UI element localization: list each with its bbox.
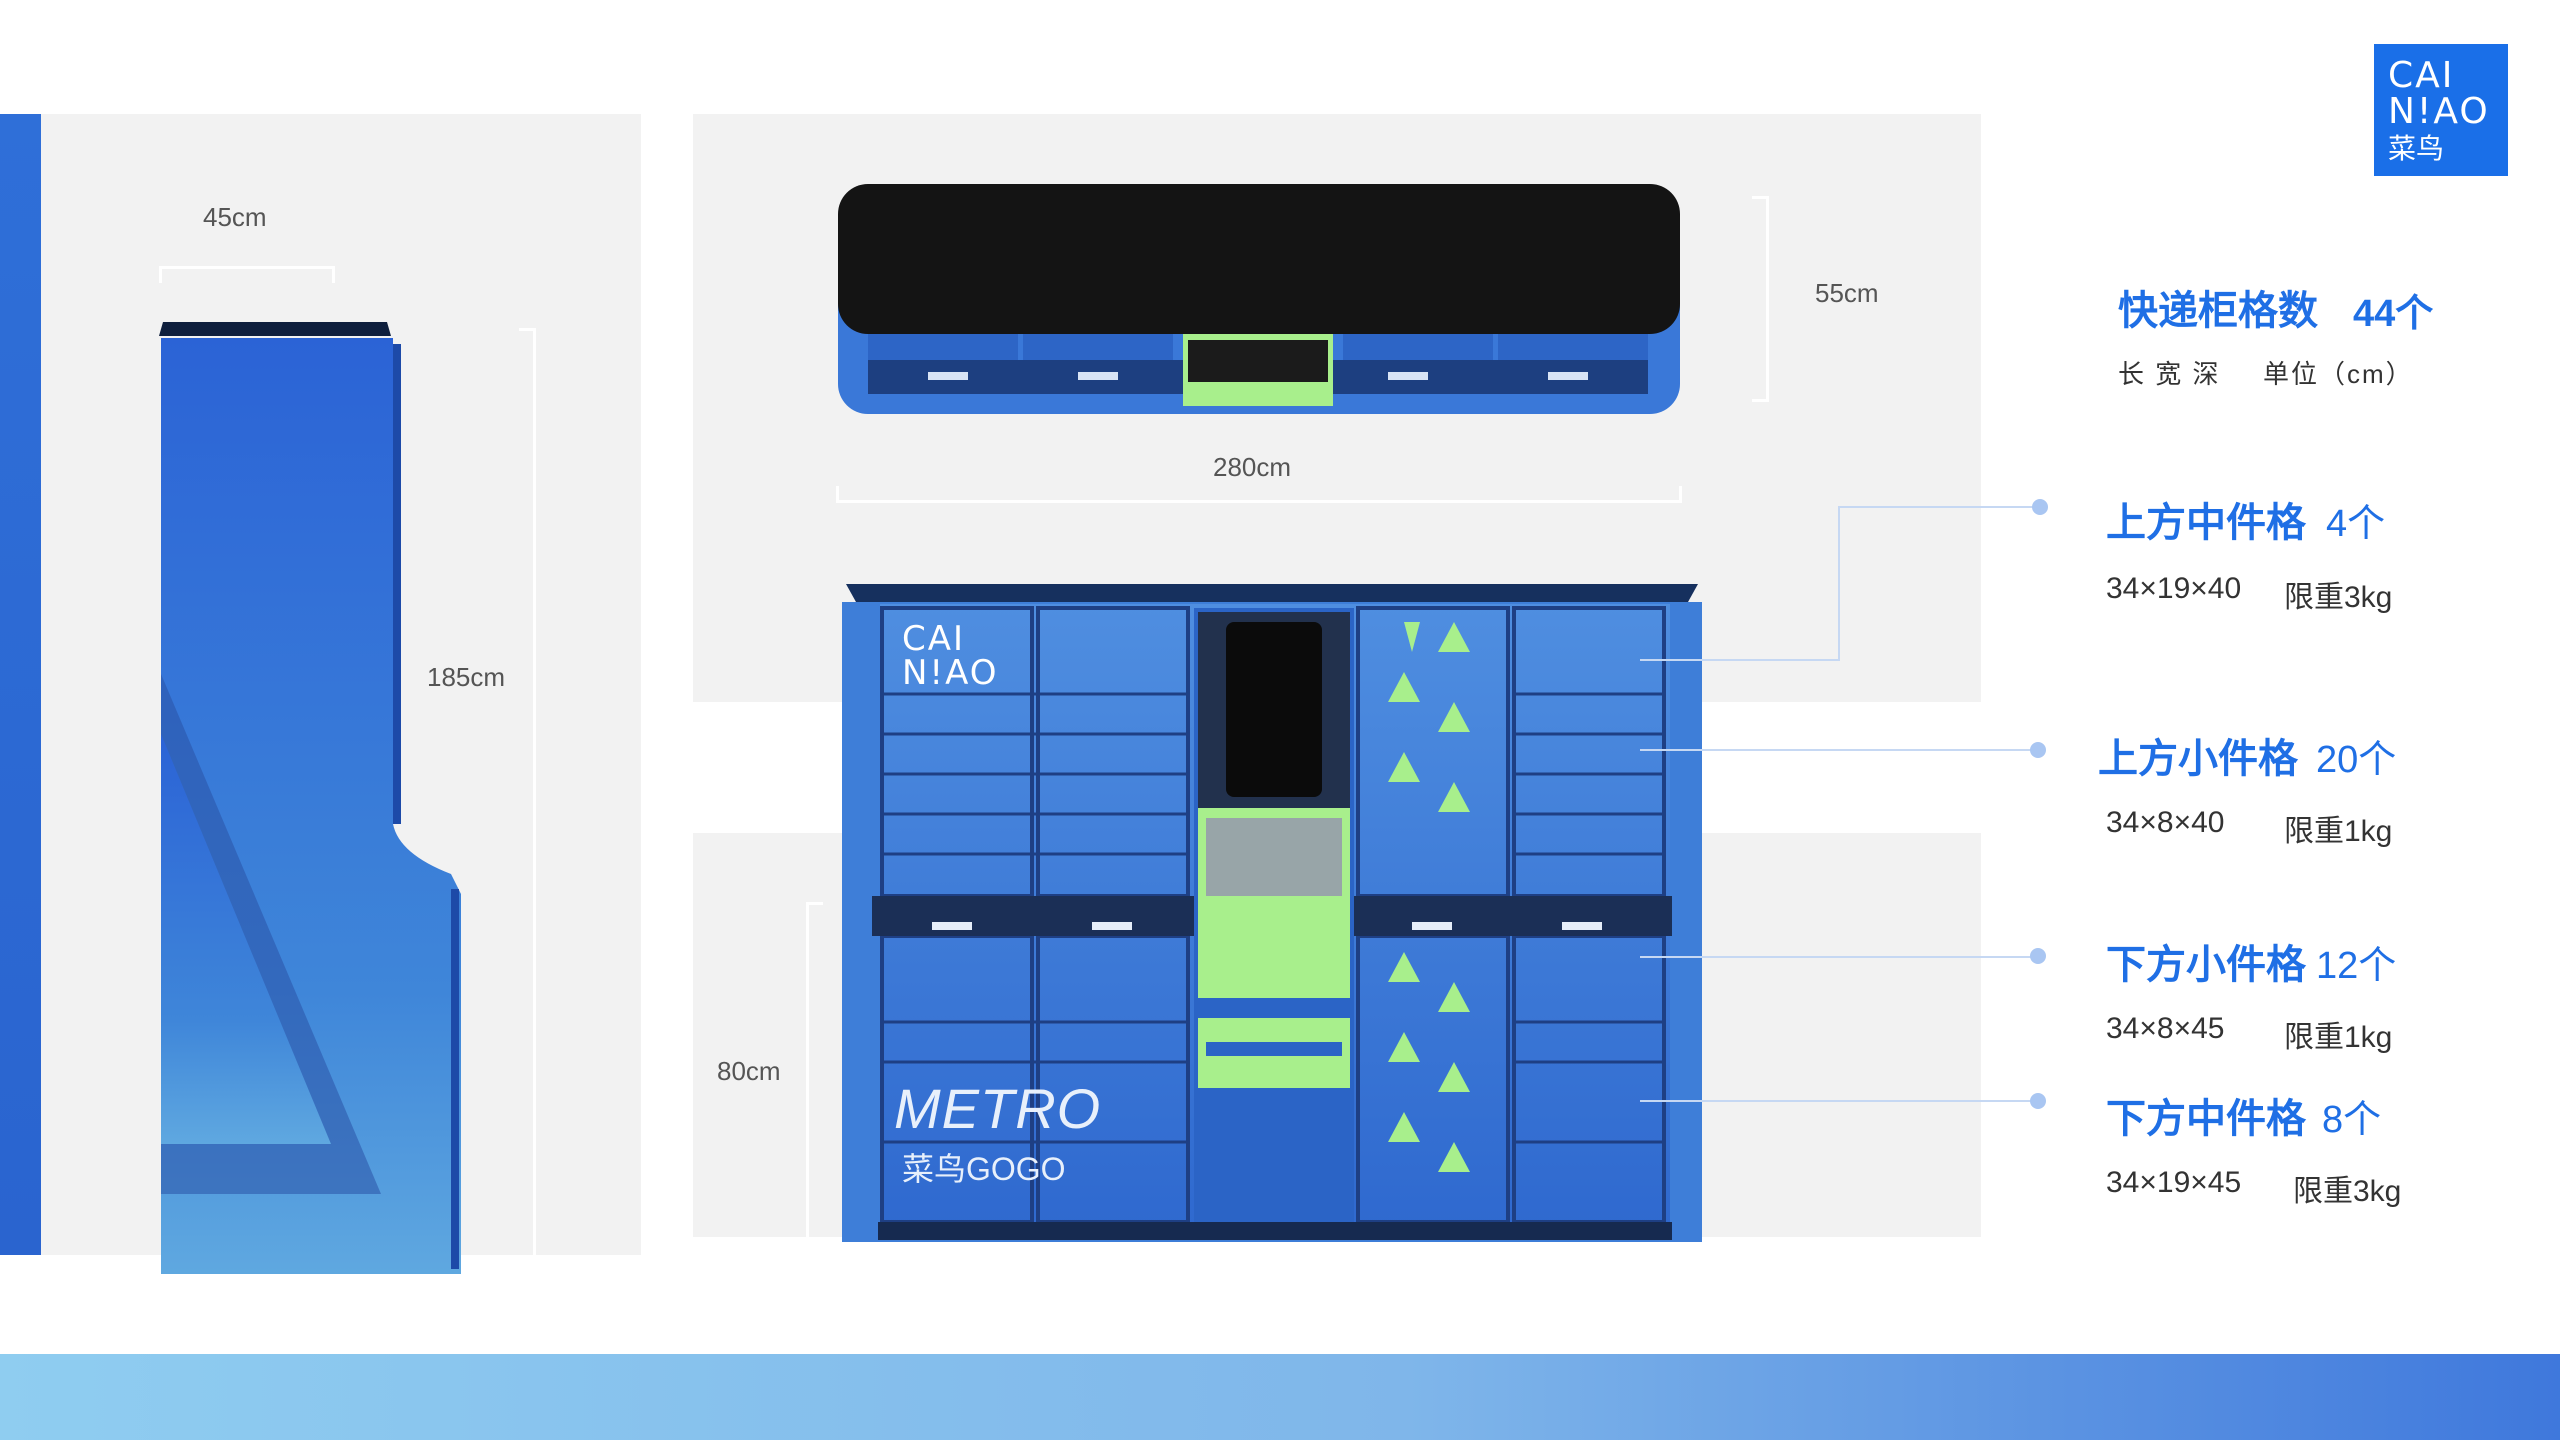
summary-unit-label: 单位（cm） [2263, 359, 2414, 389]
locker-logo-line1: CAI [902, 619, 966, 659]
spec-1-weight: 限重3kg [2284, 581, 2393, 614]
spec-4-weight: 限重3kg [2293, 1175, 2402, 1208]
top-depth-label: 55cm [1815, 278, 1879, 308]
spec-3-size: 34×8×45 [2106, 1012, 2225, 1045]
locker-side-view [159, 322, 461, 1274]
bottom-gradient-bar [0, 1354, 2560, 1440]
side-width-bracket [159, 266, 335, 283]
cainiao-logo: CAI N!AO 菜鸟 [2374, 44, 2508, 176]
spec-2-size: 34×8×40 [2106, 806, 2225, 839]
spec-3-title: 下方小件格 [2106, 943, 2306, 987]
leader-line-4 [1640, 1100, 2036, 1102]
leader-dot-4 [2030, 1093, 2046, 1109]
spec-4-count: 8个 [2322, 1099, 2382, 1141]
top-depth-bracket [1752, 196, 1769, 402]
leader-line-1-vertical [1838, 506, 1840, 661]
summary-count: 44个 [2353, 293, 2434, 335]
locker-top-view [838, 184, 1680, 414]
spec-1-count: 4个 [2326, 503, 2386, 545]
base-height-label: 80cm [717, 1056, 781, 1086]
spec-2-weight: 限重1kg [2284, 815, 2393, 848]
leader-line-3 [1640, 956, 2036, 958]
side-height-bracket [519, 328, 536, 1274]
leader-line-2 [1640, 749, 2036, 751]
logo-line2: N!AO [2388, 91, 2490, 132]
spec-2-title: 上方小件格 [2098, 737, 2298, 781]
top-length-label: 280cm [1213, 452, 1292, 482]
spec-1-size: 34×19×40 [2106, 572, 2242, 605]
spec-3-weight: 限重1kg [2284, 1021, 2393, 1054]
leader-dot-1 [2032, 499, 2048, 515]
spec-3-count: 12个 [2316, 945, 2397, 987]
side-width-label: 45cm [203, 202, 267, 232]
spec-4-size: 34×19×45 [2106, 1166, 2242, 1199]
leader-line-1-top [1838, 506, 2038, 508]
left-accent-stripe [0, 114, 41, 1255]
side-height-label: 185cm [427, 662, 506, 692]
summary-title: 快递柜格数 [2118, 289, 2318, 333]
locker-brand-logo: CAI N!AO [902, 622, 999, 690]
top-length-bracket [836, 486, 1682, 503]
metro-brand-text: METRO [894, 1077, 1102, 1140]
leader-line-1 [1640, 659, 1840, 661]
logo-line1: CAI [2388, 55, 2455, 96]
spec-2-count: 20个 [2316, 739, 2397, 781]
spec-1-title: 上方中件格 [2106, 501, 2306, 545]
base-height-bracket [806, 902, 823, 1242]
leader-dot-2 [2030, 742, 2046, 758]
spec-4-title: 下方中件格 [2106, 1097, 2306, 1141]
summary-dims-label: 长 宽 深 [2118, 359, 2221, 389]
locker-front-view: CAI N!AO METRO 菜鸟GOGO [842, 582, 1702, 1244]
logo-line3: 菜鸟 [2388, 132, 2445, 165]
side-view-panel: 45cm 185cm [41, 114, 641, 1274]
leader-dot-3 [2030, 948, 2046, 964]
locker-logo-line2: N!AO [902, 653, 999, 693]
gogo-brand-text: 菜鸟GOGO [902, 1151, 1066, 1187]
